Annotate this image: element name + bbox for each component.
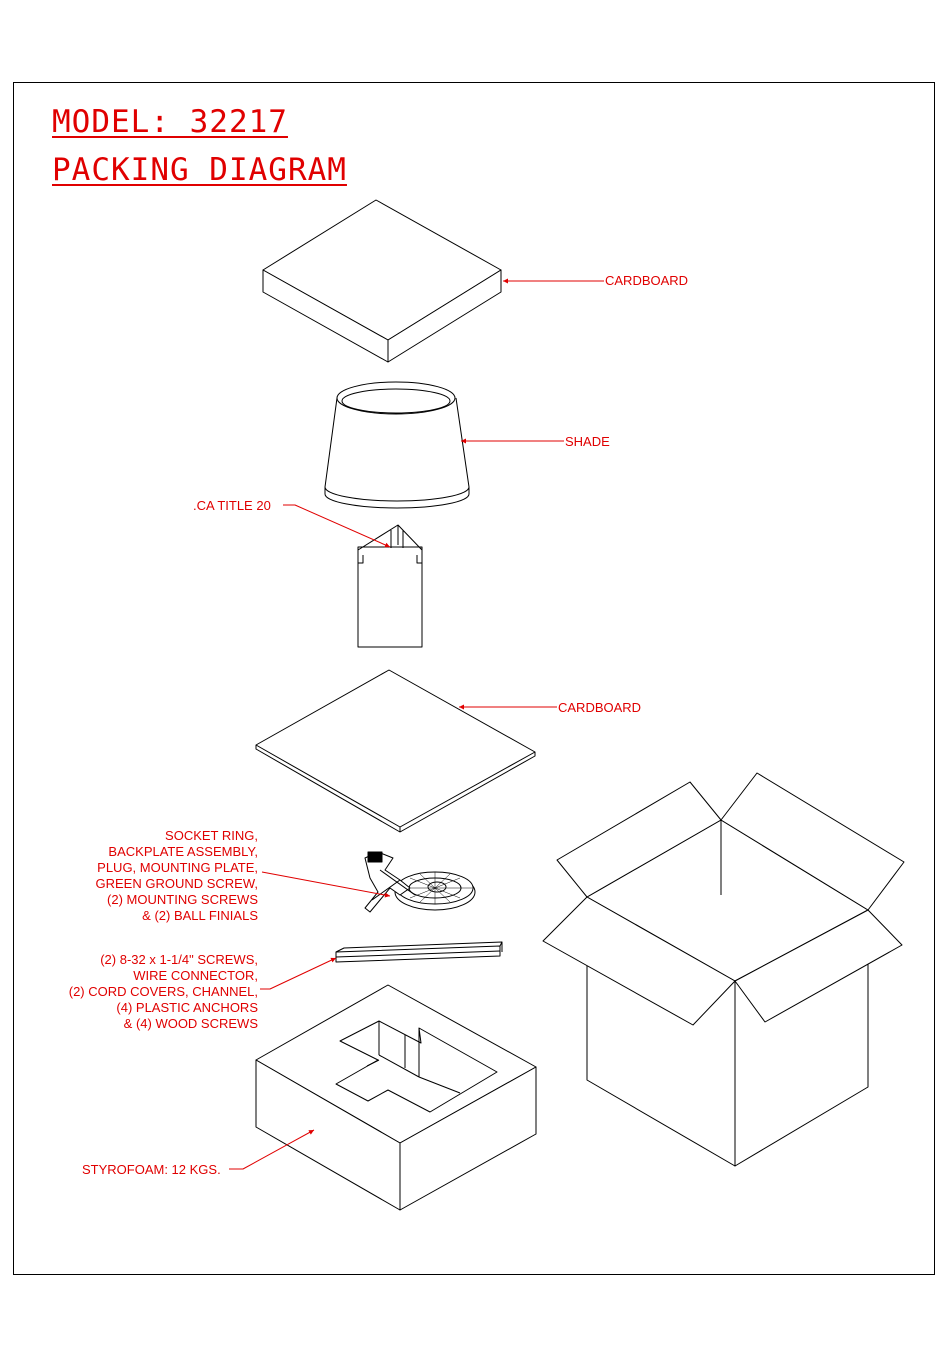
top-cardboard-box <box>262 199 502 363</box>
screws-label: (2) 8-32 x 1-1/4" SCREWS, WIRE CONNECTOR… <box>69 952 258 1032</box>
screws-line: (4) PLASTIC ANCHORS <box>116 1000 258 1015</box>
styrofoam-block <box>255 984 537 1211</box>
hardware-line: (2) MOUNTING SCREWS <box>107 892 258 907</box>
middle-cardboard-sheet <box>255 669 536 833</box>
hardware-line: & (2) BALL FINIALS <box>142 908 258 923</box>
shade-label: SHADE <box>565 434 610 449</box>
backplate-assembly <box>364 851 476 913</box>
open-shipping-box <box>542 772 905 1167</box>
hardware-line: GREEN GROUND SCREW, <box>95 876 258 891</box>
ca-title-card <box>357 524 423 648</box>
hardware-line: SOCKET RING, <box>165 828 258 843</box>
lamp-shade <box>324 381 470 509</box>
hardware-line: PLUG, MOUNTING PLATE, <box>97 860 258 875</box>
screws-line: & (4) WOOD SCREWS <box>123 1016 258 1031</box>
cardboard-top-label: CARDBOARD <box>605 273 689 288</box>
cord-cover-channel <box>335 941 503 963</box>
hardware-line: BACKPLATE ASSEMBLY, <box>108 844 258 859</box>
annotation-leaders <box>229 278 604 1170</box>
cardboard-middle-label: CARDBOARD <box>558 700 642 715</box>
drawing-frame <box>13 82 935 1275</box>
model-title: MODEL: 32217 <box>52 104 288 140</box>
hardware-label: SOCKET RING, BACKPLATE ASSEMBLY, PLUG, M… <box>95 828 258 924</box>
screws-line: (2) CORD COVERS, CHANNEL, <box>68 984 258 999</box>
screws-line: (2) 8-32 x 1-1/4" SCREWS, <box>100 952 258 967</box>
ca-title-label: .CA TITLE 20 <box>193 498 271 513</box>
diagram-title: PACKING DIAGRAM <box>52 152 347 188</box>
screws-line: WIRE CONNECTOR, <box>133 968 258 983</box>
styrofoam-label: STYROFOAM: 12 KGS. <box>82 1162 221 1177</box>
